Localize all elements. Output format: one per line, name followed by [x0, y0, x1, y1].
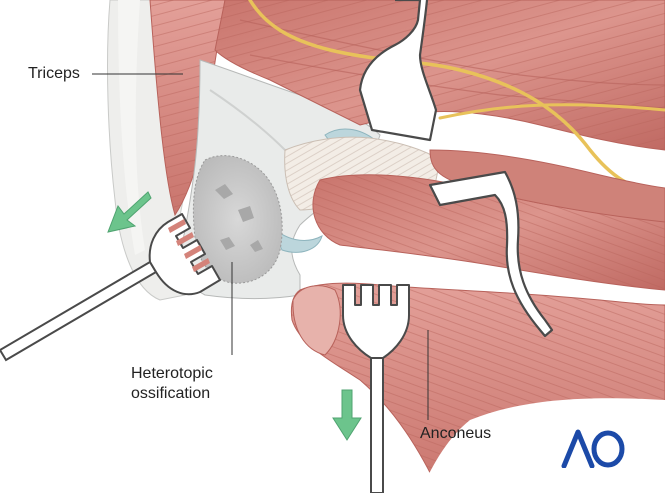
heterotopic-ossification	[192, 155, 283, 284]
mid-muscle-belly	[312, 149, 665, 291]
rake-retractor-bottom	[342, 284, 410, 493]
label-heterotopic-line1: Heterotopic	[131, 365, 213, 382]
triceps-muscle	[149, 0, 226, 217]
retractor-lower-right	[428, 170, 554, 338]
ao-logo: AO	[561, 429, 625, 468]
arrow-down-left-icon	[107, 191, 152, 233]
arrow-down-icon	[332, 389, 362, 441]
label-heterotopic-line2: ossification	[131, 385, 211, 402]
label-triceps: Triceps	[28, 65, 80, 82]
label-anconeus: Anconeus	[420, 425, 492, 442]
leader-lines	[92, 73, 429, 420]
nerve	[248, 0, 665, 197]
label-heterotopic-ossification: Heterotopic ossification	[131, 364, 213, 404]
retractor-upper	[358, 0, 438, 142]
rake-retractor-left	[0, 213, 221, 362]
